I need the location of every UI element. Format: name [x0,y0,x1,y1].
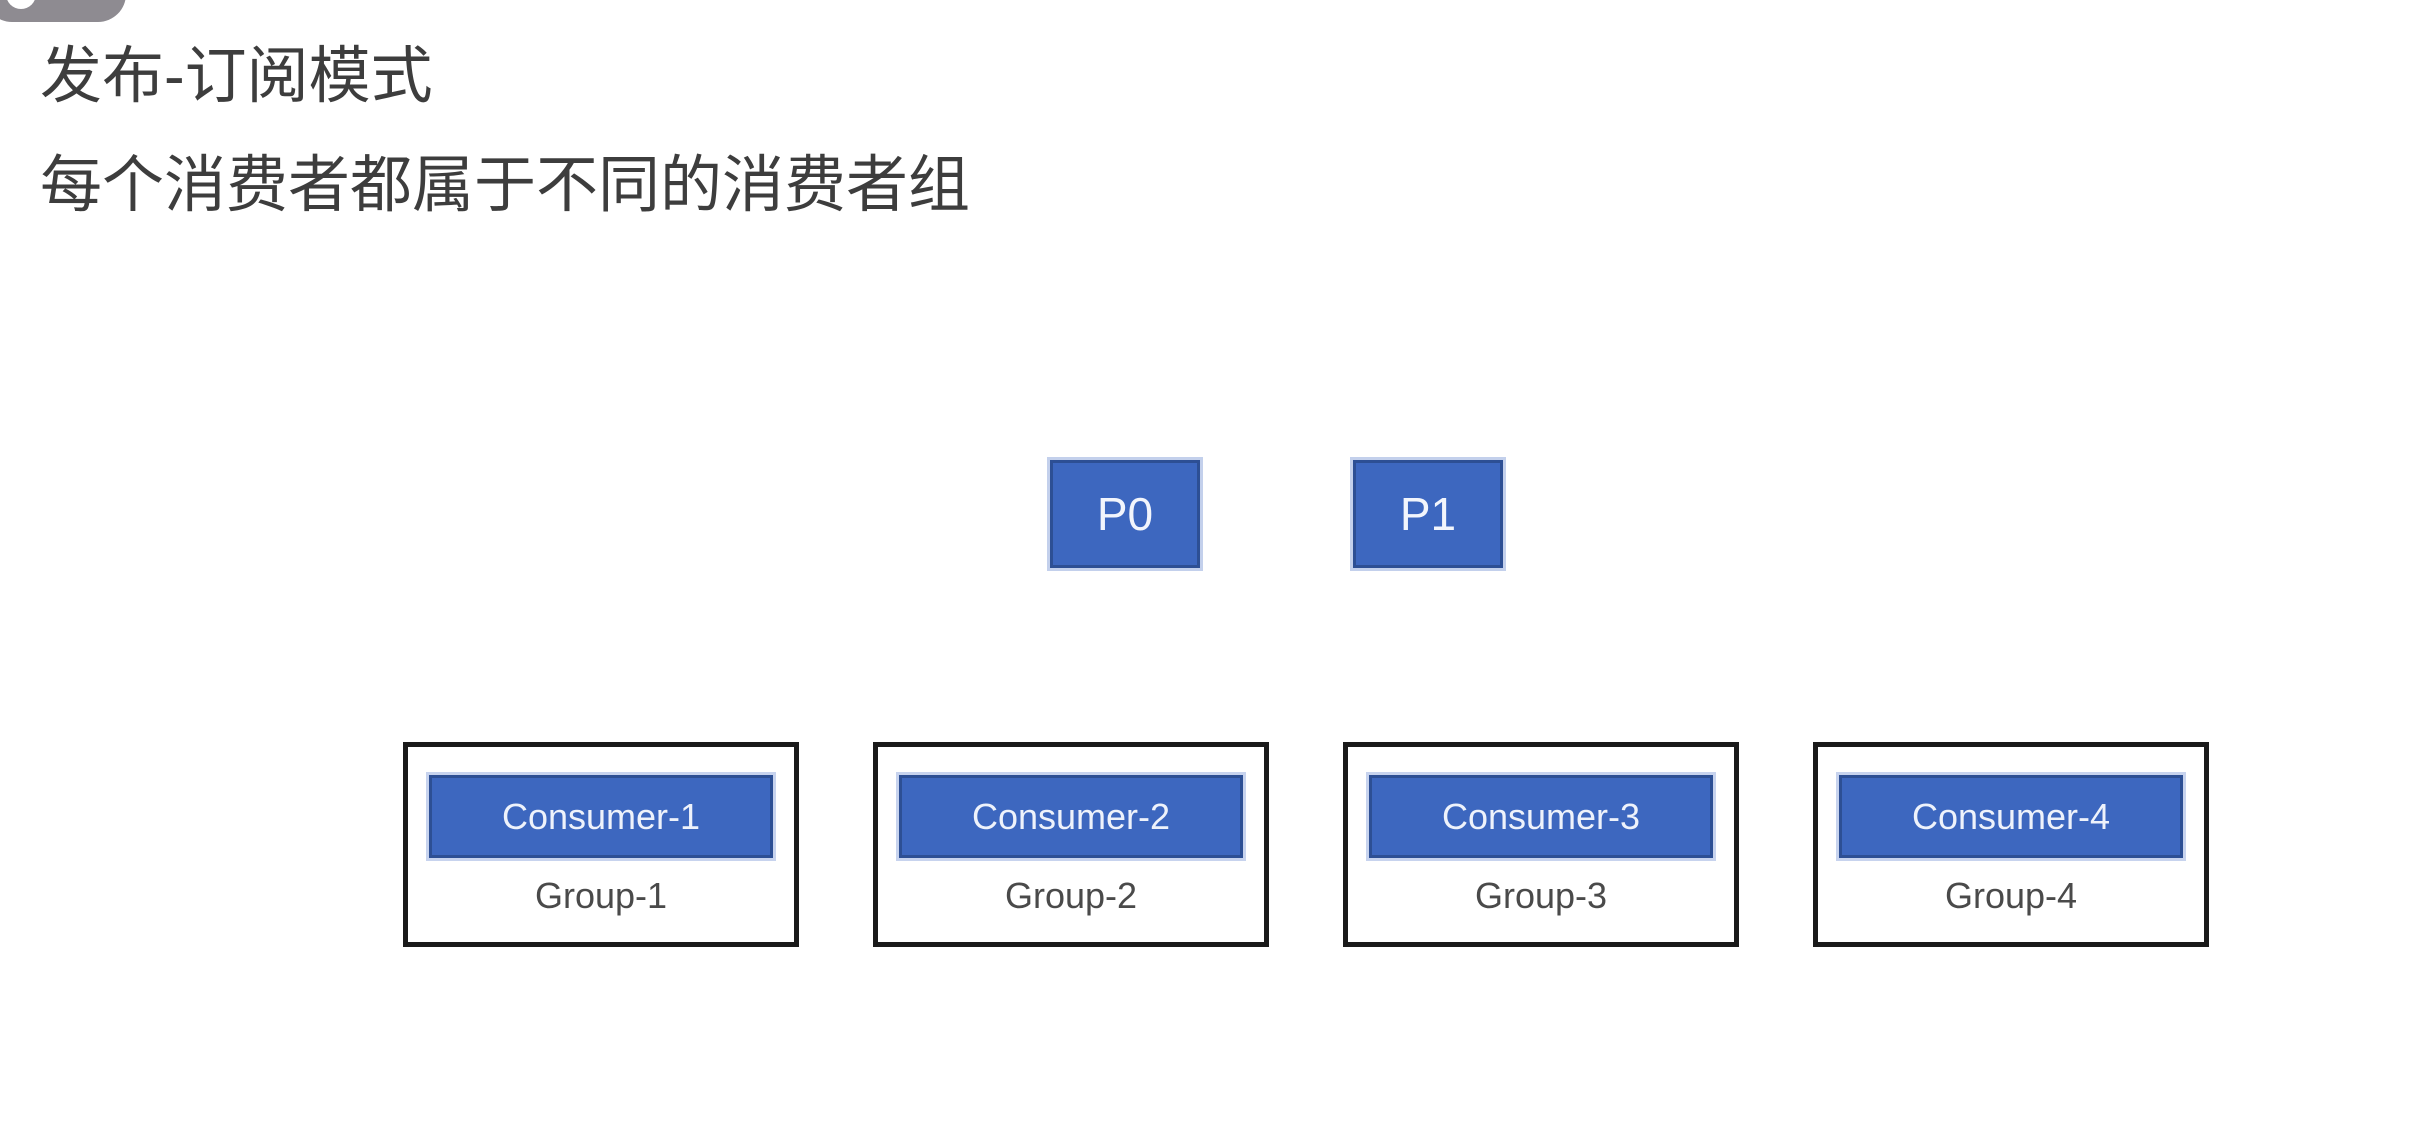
group-box: Consumer-3 Group-3 [1343,742,1739,947]
user-avatar-icon [6,0,36,9]
group-label: Group-1 [534,875,668,916]
consumer-box: Consumer-4 [1839,775,2183,858]
group-box: Consumer-1 Group-1 [403,742,799,947]
page-subtitle: 每个消费者都属于不同的消费者组 [40,151,971,221]
consumer-box: Consumer-2 [899,775,1243,858]
group-label: Group-3 [1474,875,1608,916]
consumer-groups-row: Consumer-1 Group-1 Consumer-2 Group-2 Co… [403,742,2209,947]
partition-label: P0 [1096,488,1154,540]
group-box: Consumer-2 Group-2 [873,742,1269,947]
partition-label: P1 [1399,488,1457,540]
group-label: Group-2 [1004,875,1138,916]
page-title: 发布-订阅模式 [40,42,433,111]
consumer-label: Consumer-2 [971,795,1171,837]
partition-box: P0 [1050,460,1200,568]
consumer-label: Consumer-1 [501,795,701,837]
partitions-row: P0 P1 [1050,460,1503,568]
partition-box: P1 [1353,460,1503,568]
consumer-label: Consumer-3 [1441,795,1641,837]
consumer-box: Consumer-1 [429,775,773,858]
group-box: Consumer-4 Group-4 [1813,742,2209,947]
group-label: Group-4 [1944,875,2078,916]
overlay-pill-badge[interactable]: · · · [0,0,126,22]
overlay-pill-label: · · · [45,0,76,3]
consumer-label: Consumer-4 [1911,795,2111,837]
heading-block: 发布-订阅模式 每个消费者都属于不同的消费者组 [40,44,2140,218]
consumer-box: Consumer-3 [1369,775,1713,858]
